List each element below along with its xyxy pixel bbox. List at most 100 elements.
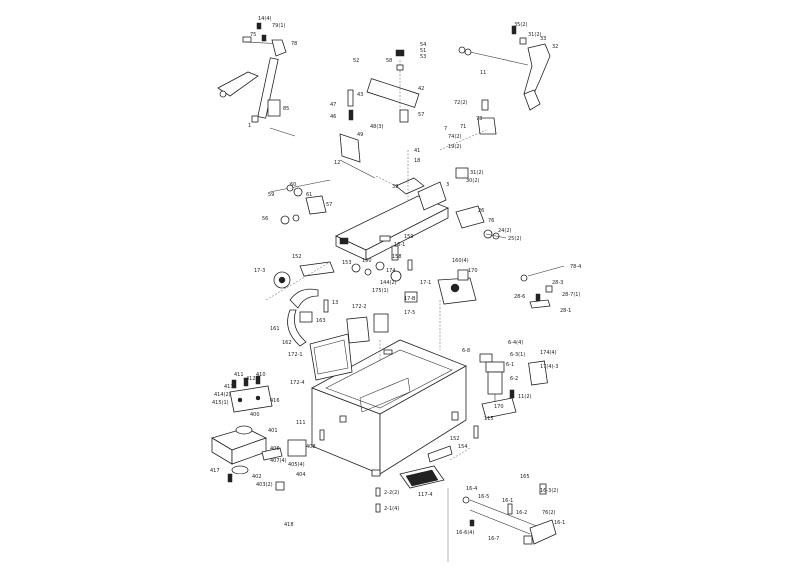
label-57: 57 xyxy=(418,112,424,118)
label-59: 59 xyxy=(268,192,274,198)
label-28-6: 28-6 xyxy=(514,294,525,300)
label-16-3-2: 16-3(2) xyxy=(540,488,558,494)
stop-rod-assembly xyxy=(447,483,557,562)
label-2-1-4: 2-1(4) xyxy=(384,506,399,512)
label-42: 42 xyxy=(418,86,424,92)
label-404: 404 xyxy=(296,472,306,478)
label-51: 51 xyxy=(420,48,426,54)
label-76-2: 76(2) xyxy=(542,510,555,516)
label-174-4: 174(4) xyxy=(540,350,557,356)
label-17-1: 17-1 xyxy=(420,280,431,286)
slider-assembly xyxy=(455,167,507,240)
label-75: 75 xyxy=(250,32,256,38)
pump-assembly xyxy=(473,353,548,439)
bracket-rod-assembly xyxy=(520,265,565,309)
label-408: 408 xyxy=(306,444,316,450)
label-16-2: 16-2 xyxy=(516,510,527,516)
label-16-4: 16-4 xyxy=(466,486,477,492)
label-54: 54 xyxy=(420,42,426,48)
label-161: 161 xyxy=(270,326,280,332)
coolant-tank xyxy=(309,333,467,477)
label-152: 152 xyxy=(292,254,302,260)
label-163: 163 xyxy=(316,318,326,324)
label-111: 111 xyxy=(296,420,306,426)
label-17-4-3: 17(4)-3 xyxy=(540,364,558,370)
label-49: 49 xyxy=(357,132,363,138)
label-158: 158 xyxy=(392,254,402,260)
label-41: 41 xyxy=(414,148,420,154)
label-152b: 152 xyxy=(450,436,460,442)
label-74-2: 74(2) xyxy=(448,134,461,140)
label-6-3-1: 6-3(1) xyxy=(510,352,525,358)
label-2-2-2: 2-2(2) xyxy=(384,490,399,496)
label-115: 115 xyxy=(484,416,494,422)
label-172-1: 172-1 xyxy=(288,352,303,358)
label-13: 13 xyxy=(332,300,338,306)
label-403-2: 403(2) xyxy=(256,482,273,488)
label-57b: 57 xyxy=(326,202,332,208)
label-414-2: 414(2) xyxy=(214,392,231,398)
label-28-7-1: 28-7(1) xyxy=(562,292,580,298)
label-11: 11 xyxy=(480,70,486,76)
label-406: 406 xyxy=(270,446,280,452)
label-31-2b: 31(2) xyxy=(470,170,483,176)
label-174: 174 xyxy=(386,268,396,274)
label-6-8: 6-8 xyxy=(462,348,470,354)
label-32: 32 xyxy=(552,44,558,50)
label-411: 411 xyxy=(234,372,244,378)
label-71: 71 xyxy=(460,124,466,130)
motor-arm-assembly xyxy=(458,25,551,135)
label-417: 417 xyxy=(210,468,220,474)
label-11-2: 11(2) xyxy=(518,394,531,400)
label-144-2: 144(2) xyxy=(380,280,397,286)
label-47: 47 xyxy=(330,102,336,108)
label-58: 58 xyxy=(386,58,392,64)
label-61: 61 xyxy=(306,192,312,198)
label-6-4-4: 6-4(4) xyxy=(508,340,523,346)
label-60: 60 xyxy=(290,182,296,188)
label-413: 413 xyxy=(224,384,234,390)
label-16-1: 16-1 xyxy=(502,498,513,504)
label-153: 153 xyxy=(342,260,352,266)
label-170: 170 xyxy=(468,268,478,274)
label-26: 26 xyxy=(478,208,484,214)
vise-assembly xyxy=(273,261,335,347)
assembly-centerlines xyxy=(265,129,487,461)
label-16-5: 16-5 xyxy=(478,494,489,500)
label-6-1: 6-1 xyxy=(506,362,514,368)
drain-screen xyxy=(375,445,453,513)
label-25-2: 25(2) xyxy=(508,236,521,242)
label-165: 165 xyxy=(520,474,530,480)
label-159: 159 xyxy=(404,234,414,240)
label-400: 400 xyxy=(250,412,260,418)
label-117-4: 117-4 xyxy=(418,492,433,498)
label-7: 7 xyxy=(444,126,447,132)
label-401: 401 xyxy=(268,428,278,434)
label-175-1: 175(1) xyxy=(372,288,389,294)
label-28-3: 28-3 xyxy=(552,280,563,286)
label-3: 3 xyxy=(446,182,449,188)
label-78-4: 78-4 xyxy=(570,264,581,270)
label-162: 162 xyxy=(282,340,292,346)
label-17-3: 17-3 xyxy=(254,268,265,274)
label-1: 1 xyxy=(248,123,251,129)
label-160-4: 160(4) xyxy=(452,258,469,264)
label-12: 12 xyxy=(334,160,340,166)
label-154: 154 xyxy=(458,444,468,450)
center-fittings xyxy=(346,245,477,344)
label-56: 56 xyxy=(262,216,268,222)
label-172-4: 172-4 xyxy=(290,380,305,386)
label-170b: 170 xyxy=(494,404,504,410)
main-frame xyxy=(335,159,449,261)
label-43: 43 xyxy=(357,92,363,98)
rod-assembly-left xyxy=(269,179,331,225)
label-19-2: 19(2) xyxy=(448,144,461,150)
label-78: 78 xyxy=(291,41,297,47)
label-24-2: 24(2) xyxy=(498,228,511,234)
label-412: 412 xyxy=(246,376,256,382)
label-28-1: 28-1 xyxy=(560,308,571,314)
label-150: 150 xyxy=(362,258,372,264)
label-18: 18 xyxy=(414,158,420,164)
label-53: 53 xyxy=(420,54,426,60)
